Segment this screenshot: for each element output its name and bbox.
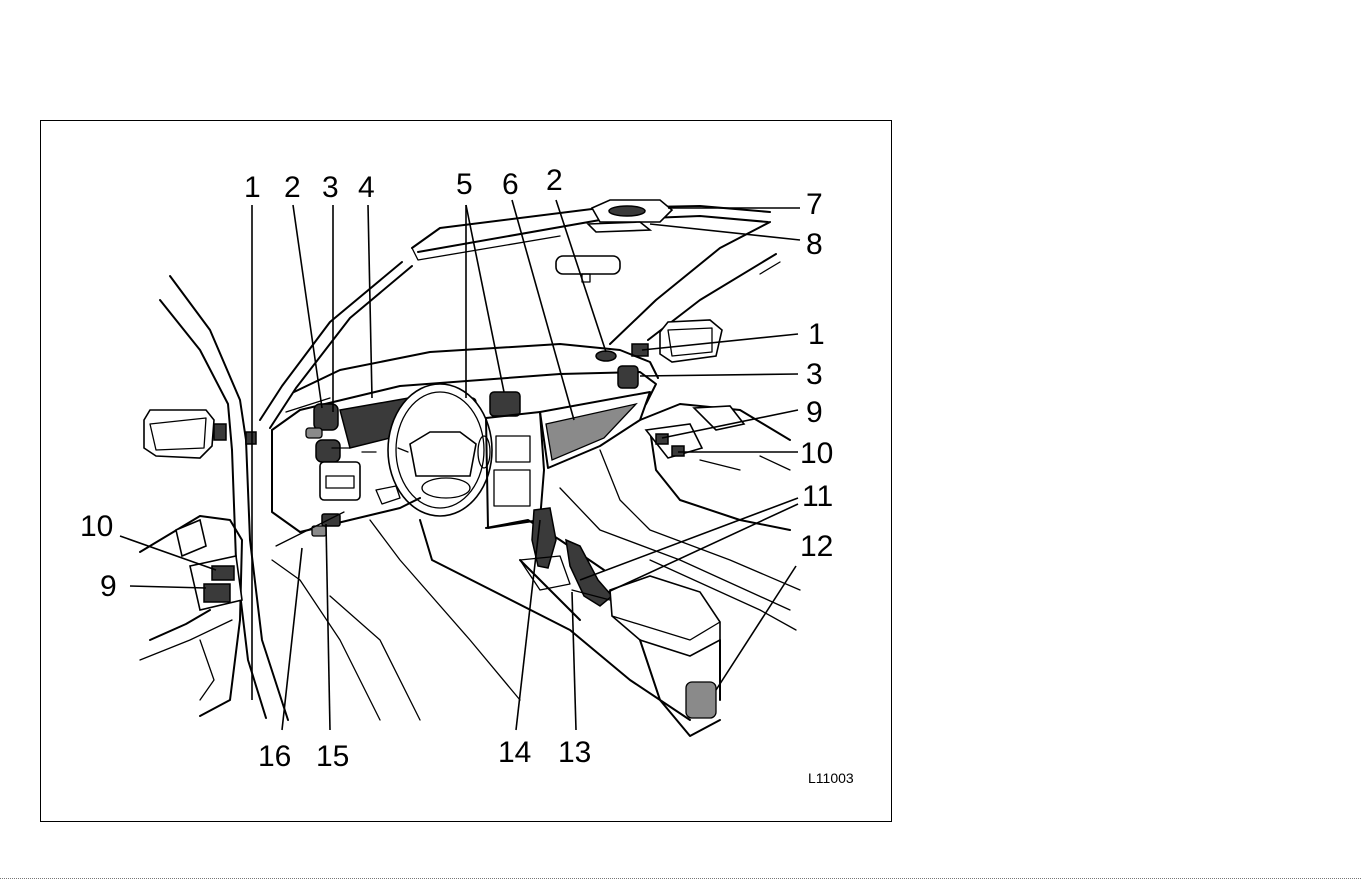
callout-15: 15 — [316, 740, 349, 773]
callout-12: 12 — [800, 530, 833, 563]
callout-1-right: 1 — [808, 318, 825, 351]
callout-10-right: 10 — [800, 437, 833, 470]
callout-9-right: 9 — [806, 396, 823, 429]
callout-5: 5 — [456, 168, 473, 201]
callout-7: 7 — [806, 188, 823, 221]
callout-2-right: 2 — [546, 164, 563, 197]
callout-6: 6 — [502, 168, 519, 201]
callout-4: 4 — [358, 171, 375, 204]
image-code: L11003 — [808, 770, 854, 786]
page-bottom-rule — [0, 878, 1361, 879]
callout-16: 16 — [258, 740, 291, 773]
callout-13: 13 — [558, 736, 591, 769]
callout-14: 14 — [498, 736, 531, 769]
callout-10-left: 10 — [80, 510, 113, 543]
callout-2-left: 2 — [284, 171, 301, 204]
callout-11: 11 — [802, 480, 833, 513]
interior-illustration — [140, 200, 800, 736]
callout-3-left: 3 — [322, 171, 339, 204]
callout-9-left: 9 — [100, 570, 117, 603]
callout-1-left: 1 — [244, 171, 261, 204]
callout-8: 8 — [806, 228, 823, 261]
callout-3-right: 3 — [806, 358, 823, 391]
